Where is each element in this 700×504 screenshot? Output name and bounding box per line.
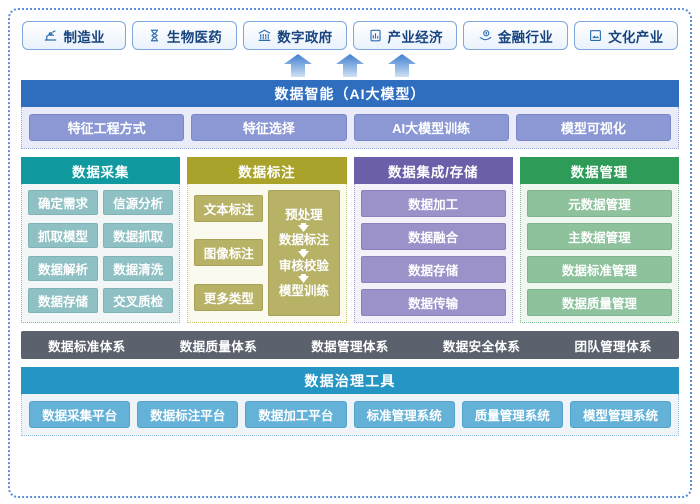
collection-item-cross-qc[interactable]: 交叉质检	[103, 288, 174, 314]
annotation-item-more-types[interactable]: 更多类型	[194, 283, 264, 311]
column-body: 元数据管理 主数据管理 数据标准管理 数据质量管理	[519, 184, 679, 323]
data-intelligence-title: 数据智能（AI大模型）	[21, 80, 679, 107]
down-arrow-icon	[298, 248, 310, 258]
collection-item-data-store[interactable]: 数据存储	[28, 288, 99, 314]
annotation-types-list: 文本标注 图像标注 更多类型	[194, 190, 264, 316]
governance-tools-items: 数据采集平台 数据标注平台 数据加工平台 标准管理系统 质量管理系统 模型管理系…	[21, 394, 679, 436]
industry-card-digital-government[interactable]: 数字政府	[242, 21, 347, 50]
collection-item-data-parse[interactable]: 数据解析	[28, 255, 99, 281]
up-arrow-icon	[336, 54, 364, 77]
annotation-item-text[interactable]: 文本标注	[194, 195, 264, 223]
industry-card-label: 金融行业	[497, 29, 554, 45]
government-building-icon	[258, 29, 271, 41]
system-item-data-management[interactable]: 数据管理体系	[311, 339, 389, 354]
tool-item-processing-platform[interactable]: 数据加工平台	[245, 401, 347, 428]
data-intelligence-items: 特征工程方式 特征选择 AI大模型训练 模型可视化	[21, 107, 679, 149]
column-body: 数据加工 数据融合 数据存储 数据传输	[353, 184, 513, 323]
intelligence-item-ai-model-training[interactable]: AI大模型训练	[353, 114, 509, 141]
up-arrow-icon	[388, 54, 416, 77]
industry-card-label: 产业经济	[387, 29, 443, 45]
collection-item-crawl-model[interactable]: 抓取模型	[28, 222, 99, 248]
workflow-step-model-training[interactable]: 模型训练	[278, 283, 329, 298]
coin-hand-icon	[479, 30, 492, 41]
management-item-quality[interactable]: 数据质量管理	[526, 289, 672, 316]
workflow-step-preprocess[interactable]: 预处理	[285, 207, 323, 222]
governance-tools-title: 数据治理工具	[21, 367, 679, 394]
down-arrow-icon	[298, 273, 310, 283]
industry-card-label: 数字政府	[277, 29, 333, 45]
clipboard-chart-icon	[369, 29, 381, 42]
industry-card-label: 制造业	[63, 29, 105, 45]
dna-icon	[150, 29, 158, 42]
industry-cards-row: 制造业 生物医药 数字政府	[10, 8, 690, 50]
industry-card-label: 文化产业	[608, 29, 664, 45]
annotation-item-image[interactable]: 图像标注	[194, 239, 264, 267]
integration-list: 数据加工 数据融合 数据存储 数据传输	[360, 190, 506, 316]
governance-tools-panel: 数据治理工具 数据采集平台 数据标注平台 数据加工平台 标准管理系统 质量管理系…	[21, 367, 679, 436]
management-item-metadata[interactable]: 元数据管理	[526, 190, 672, 217]
industry-card-biomedicine[interactable]: 生物医药	[132, 21, 237, 50]
integration-item-fusion[interactable]: 数据融合	[360, 223, 506, 250]
column-data-annotation: 数据标注 文本标注 图像标注 更多类型 预处理 数据标注	[187, 157, 347, 323]
tool-item-standards-system[interactable]: 标准管理系统	[353, 401, 455, 428]
data-intelligence-panel: 数据智能（AI大模型） 特征工程方式 特征选择 AI大模型训练 模型可视化	[21, 80, 679, 149]
column-title: 数据标注	[187, 157, 347, 184]
management-list: 元数据管理 主数据管理 数据标准管理 数据质量管理	[526, 190, 672, 316]
up-arrow-icon	[284, 54, 312, 77]
column-title: 数据采集	[21, 157, 181, 184]
tool-item-collection-platform[interactable]: 数据采集平台	[29, 401, 131, 428]
intelligence-item-feature-selection[interactable]: 特征选择	[191, 114, 347, 141]
picture-frame-icon	[590, 30, 602, 41]
industry-card-culture[interactable]: 文化产业	[573, 21, 678, 50]
capability-columns: 数据采集 确定需求 信源分析 抓取模型 数据抓取 数据解析 数据清洗 数据存储 …	[10, 149, 690, 323]
intelligence-item-feature-engineering[interactable]: 特征工程方式	[29, 114, 185, 141]
system-item-data-security[interactable]: 数据安全体系	[442, 339, 521, 354]
collection-item-data-clean[interactable]: 数据清洗	[103, 255, 174, 281]
integration-item-processing[interactable]: 数据加工	[360, 190, 506, 217]
column-data-integration-storage: 数据集成/存储 数据加工 数据融合 数据存储 数据传输	[353, 157, 513, 323]
integration-item-storage[interactable]: 数据存储	[360, 256, 506, 283]
industry-card-finance[interactable]: 金融行业	[463, 21, 568, 50]
column-title: 数据集成/存储	[353, 157, 513, 184]
tool-item-annotation-platform[interactable]: 数据标注平台	[137, 401, 239, 428]
upward-arrows-group	[10, 50, 690, 80]
robot-arm-icon	[45, 30, 57, 41]
workflow-step-annotate[interactable]: 数据标注	[278, 233, 329, 248]
column-data-collection: 数据采集 确定需求 信源分析 抓取模型 数据抓取 数据解析 数据清洗 数据存储 …	[21, 157, 181, 323]
tool-item-quality-system[interactable]: 质量管理系统	[461, 401, 563, 428]
industry-card-industrial-economy[interactable]: 产业经济	[352, 21, 458, 50]
system-item-team-management[interactable]: 团队管理体系	[574, 339, 652, 354]
column-data-management: 数据管理 元数据管理 主数据管理 数据标准管理 数据质量管理	[519, 157, 679, 323]
collection-item-source-analysis[interactable]: 信源分析	[103, 190, 174, 215]
tool-item-model-system[interactable]: 模型管理系统	[569, 401, 672, 428]
collection-grid: 确定需求 信源分析 抓取模型 数据抓取 数据解析 数据清洗 数据存储 交叉质检	[28, 190, 174, 316]
workflow-step-review[interactable]: 审核校验	[278, 258, 329, 273]
annotation-workflow: 预处理 数据标注 审核校验 模型训练	[268, 190, 340, 316]
column-title: 数据管理	[519, 157, 679, 184]
integration-item-transmission[interactable]: 数据传输	[360, 289, 506, 316]
system-item-data-standards[interactable]: 数据标准体系	[48, 339, 126, 354]
column-body: 文本标注 图像标注 更多类型 预处理 数据标注 审核校验	[187, 184, 347, 323]
management-item-master-data[interactable]: 主数据管理	[526, 223, 672, 250]
system-item-data-quality[interactable]: 数据质量体系	[179, 339, 258, 354]
collection-item-data-crawl[interactable]: 数据抓取	[103, 222, 174, 248]
governance-systems-bar: 数据标准体系 数据质量体系 数据管理体系 数据安全体系 团队管理体系	[21, 331, 679, 359]
industry-card-label: 生物医药	[166, 29, 223, 45]
intelligence-item-model-visualization[interactable]: 模型可视化	[515, 114, 671, 141]
collection-item-requirement[interactable]: 确定需求	[28, 190, 99, 215]
industry-card-manufacturing[interactable]: 制造业	[22, 21, 127, 50]
column-body: 确定需求 信源分析 抓取模型 数据抓取 数据解析 数据清洗 数据存储 交叉质检	[21, 184, 181, 323]
down-arrow-icon	[298, 223, 310, 233]
management-item-standards[interactable]: 数据标准管理	[526, 256, 672, 283]
